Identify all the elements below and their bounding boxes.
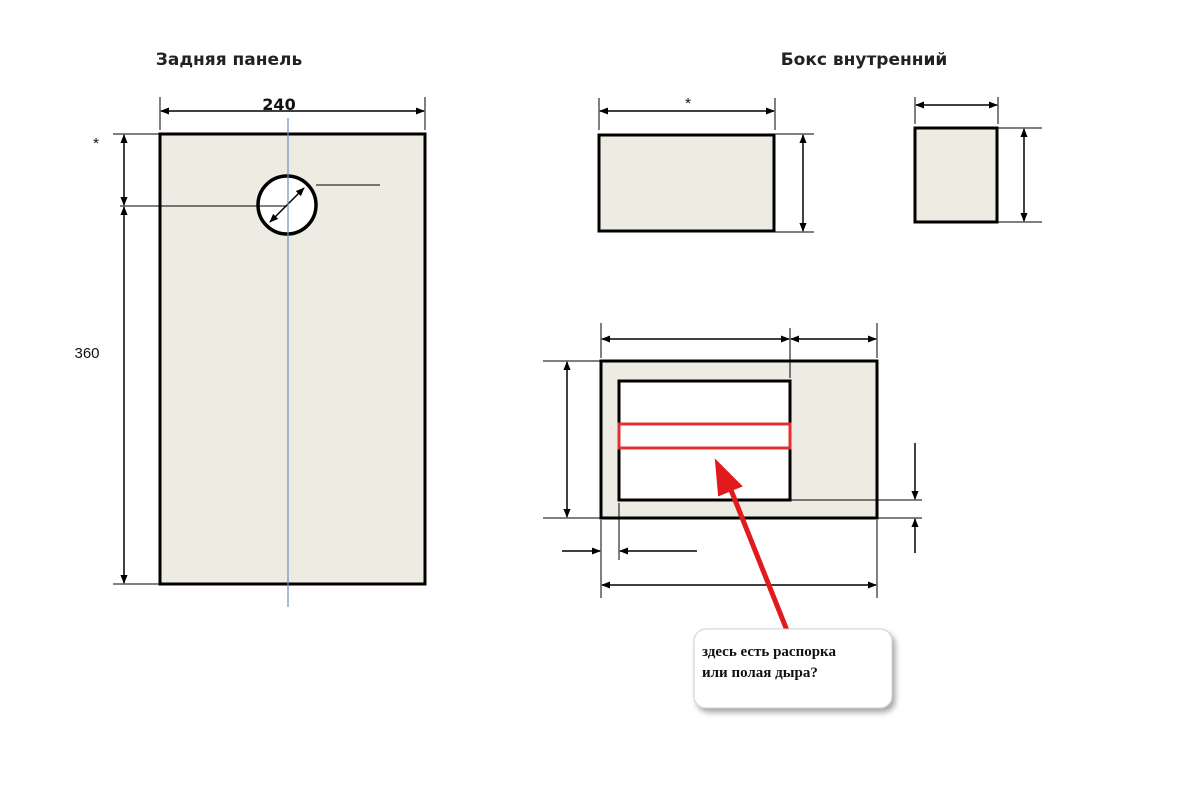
back-panel-title: Задняя панель [156,50,302,70]
back-height-label: 360 [74,345,99,362]
inner-box-front-group [543,323,922,598]
callout-group: здесь есть распорка или полая дыра? [693,458,893,709]
callout-bubble [693,628,893,709]
inner-box-side-group [913,97,1042,224]
inner-box-title: Бокс внутренний [781,50,948,70]
inner-box-top-rect [597,133,776,233]
callout-arrow-head [714,458,743,497]
inner-box-side-rect [913,126,999,224]
callout-line-1: здесь есть распорка [702,644,836,660]
callout-line-2: или полая дыра? [702,665,818,681]
back-panel-group: 240 * 360 [74,95,427,607]
front-opening-rect [617,379,792,502]
back-width-label: 240 [262,95,295,114]
hole-diameter-arrow [269,187,305,223]
inner-box-width-label: * [685,95,691,112]
callout-arrow-shaft [726,484,793,639]
inner-box-top-group: * [597,95,814,233]
back-top-offset-label: * [93,135,99,152]
spacer-highlight-rect [617,422,792,450]
